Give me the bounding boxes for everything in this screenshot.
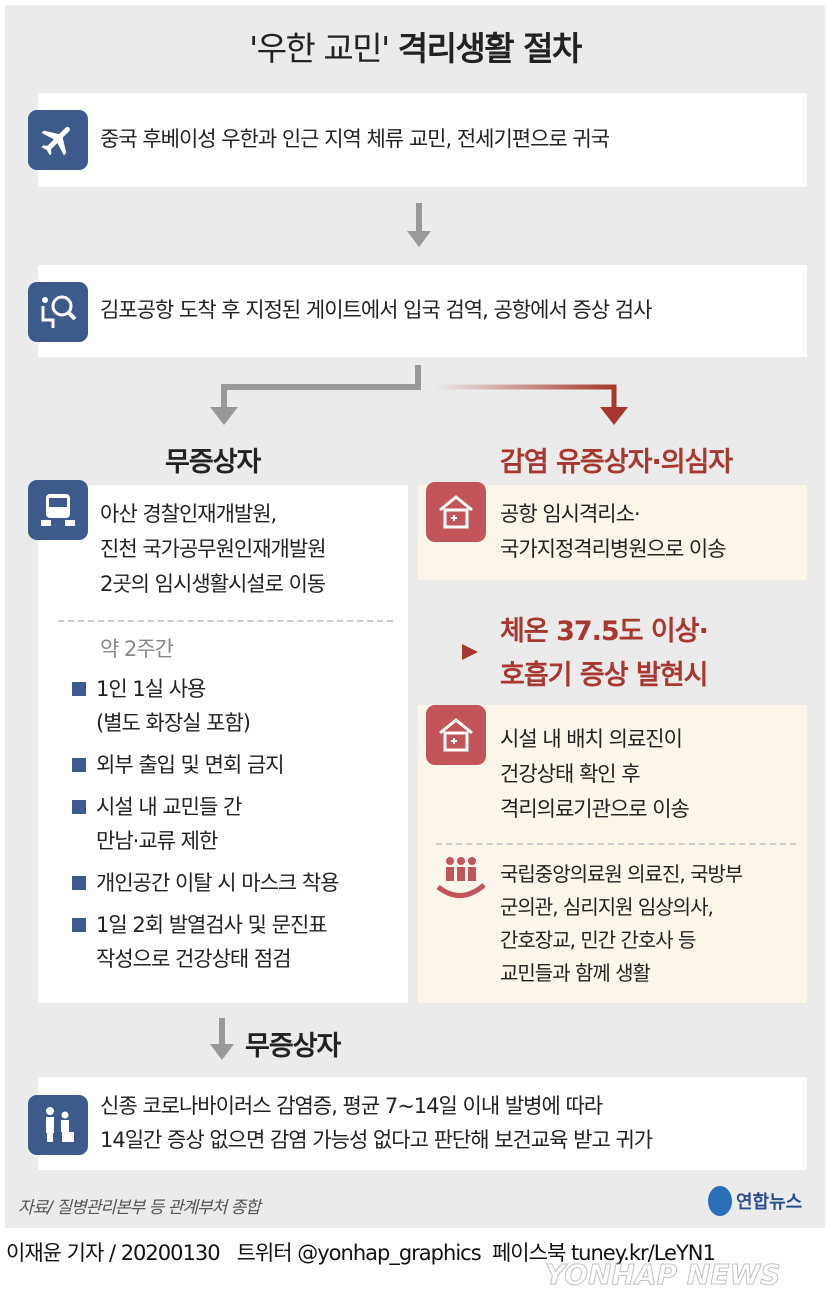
bullet-square-icon — [72, 682, 86, 696]
source-text: 자료/ 질병관리본부 등 관계부처 종합 — [18, 1198, 261, 1218]
text-line: 2곳의 임시생활시설로 이동 — [100, 572, 326, 596]
red-arrow-right — [230, 644, 478, 660]
step2-text: 김포공항 도착 후 지정된 게이트에서 입국 검역, 공항에서 증상 검사 — [100, 298, 652, 322]
hospital-icon — [426, 482, 486, 542]
symptomatic-heading: 감염 유증상자·의심자 — [500, 447, 733, 478]
logo-text: 연합뉴스 — [736, 1192, 803, 1213]
credit-line: 이재윤 기자 / 20200130 트위터 @yonhap_graphics 페… — [6, 1241, 716, 1265]
divider — [436, 843, 796, 845]
step-airport-box — [38, 265, 807, 357]
divider — [58, 620, 393, 622]
hospital-icon — [426, 705, 486, 765]
rule-item: 외부 출입 및 면회 금지 — [72, 748, 339, 782]
bullet-square-icon — [72, 876, 86, 890]
rule-item: 1인 1실 사용(별도 화장실 포함) — [72, 672, 339, 740]
period-label: 약 2주간 — [100, 637, 174, 661]
watermark: YONHAP NEWS — [545, 1258, 781, 1292]
bullet-square-icon — [72, 918, 86, 932]
airplane-icon — [28, 110, 88, 170]
text-line: 진천 국가공무원인재개발원 — [100, 537, 327, 561]
step1-text: 중국 후베이성 우한과 인근 지역 체류 교민, 전세기편으로 귀국 — [100, 127, 610, 151]
final-heading: 무증상자 — [245, 1031, 341, 1062]
yonhap-logo: 연합뉴스 — [708, 1186, 802, 1216]
fever-heading: 체온 37.5도 이상·호흡기 증상 발현시 — [500, 616, 709, 691]
bus-icon — [28, 480, 88, 540]
step-evacuation-box — [38, 93, 807, 187]
rule-item: 개인공간 이탈 시 마스크 착용 — [72, 866, 340, 900]
final-box — [38, 1077, 807, 1170]
branch-arrows — [210, 365, 628, 425]
travelers-icon — [28, 1095, 88, 1155]
quarantine-search-icon — [28, 282, 88, 342]
title-bold: 격리생활 절차 — [397, 29, 583, 68]
asymptomatic-box — [38, 485, 408, 1003]
text-line: 아산 경찰인재개발원, — [100, 502, 277, 526]
symptomatic-destination: 공항 임시격리소·국가지정격리병원으로 이송 — [500, 502, 727, 561]
bullet-square-icon — [72, 758, 86, 772]
asymptomatic-heading: 무증상자 — [165, 447, 261, 478]
rules-list: 1인 1실 사용(별도 화장실 포함) 외부 출입 및 면회 금지 시설 내 교… — [72, 672, 340, 976]
arrow-down-icon — [210, 1018, 234, 1060]
asymptomatic-destination: 아산 경찰인재개발원, 진천 국가공무원인재개발원 2곳의 임시생활시설로 이동 — [100, 497, 327, 602]
medical-staff-icon — [436, 857, 486, 898]
bullet-square-icon — [72, 800, 86, 814]
arrow-down-icon — [407, 203, 431, 247]
page-title: '우한 교민' 격리생활 절차 — [0, 22, 830, 70]
title-light: '우한 교민' — [249, 29, 390, 68]
yonhap-logo-icon — [708, 1186, 732, 1216]
